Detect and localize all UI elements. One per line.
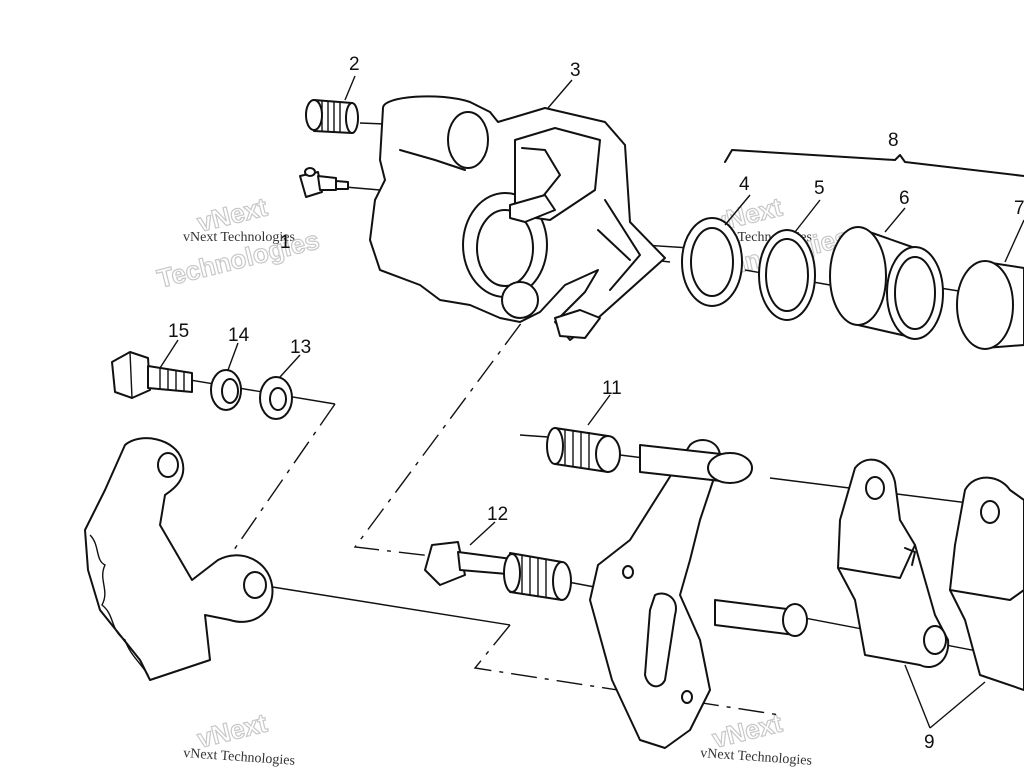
watermark-bottom-left: vNext Technologies vNext — [183, 707, 296, 768]
leader-lines — [159, 75, 1024, 729]
part-4-seal — [681, 217, 743, 307]
part-2-bleeder-screw — [305, 99, 359, 134]
watermark-bottom-right: vNext Technologies vNext — [700, 707, 813, 768]
callout-8: 8 — [888, 130, 899, 151]
callout-labels: 1 2 3 4 5 6 7 8 9 11 12 13 14 15 — [168, 54, 1024, 753]
part-7-piston-cap — [956, 260, 1024, 350]
part-1-fitting — [299, 167, 349, 198]
watermark-top-left: vNext Technologies vNext Technologies — [154, 191, 323, 295]
part-11-bushing — [546, 427, 621, 473]
part-12-pin — [424, 541, 572, 601]
callout-3: 3 — [570, 60, 581, 81]
callout-2: 2 — [349, 54, 360, 75]
part-13-washer — [259, 376, 293, 420]
callout-7: 7 — [1014, 198, 1024, 219]
part-9-brake-pad-left — [837, 458, 950, 668]
callout-12: 12 — [487, 504, 508, 525]
part-9-brake-pad-right — [949, 476, 1024, 691]
part-8-group-bracket — [724, 149, 1024, 177]
callout-1: 1 — [280, 232, 291, 253]
callout-6: 6 — [899, 188, 910, 209]
part-5-seal — [758, 229, 816, 321]
part-3-caliper-body — [369, 95, 666, 341]
mounting-arm — [84, 437, 274, 681]
callout-11: 11 — [602, 378, 622, 399]
svg-text:vNext Technologies: vNext Technologies — [183, 746, 296, 768]
callout-9: 9 — [924, 732, 935, 753]
svg-text:vNext Technologies: vNext Technologies — [183, 230, 295, 245]
part-6-piston-sleeve — [829, 226, 944, 340]
svg-text:vNext Technologies: vNext Technologies — [700, 746, 813, 768]
callout-5: 5 — [814, 178, 825, 199]
caliper-bracket-plate — [589, 439, 808, 749]
callout-14: 14 — [228, 325, 250, 346]
callout-13: 13 — [290, 337, 311, 358]
callout-4: 4 — [739, 174, 750, 195]
svg-text:vNext: vNext — [194, 707, 270, 753]
part-14-lock-washer — [210, 369, 242, 411]
part-15-bolt — [111, 351, 193, 399]
callout-15: 15 — [168, 321, 189, 342]
